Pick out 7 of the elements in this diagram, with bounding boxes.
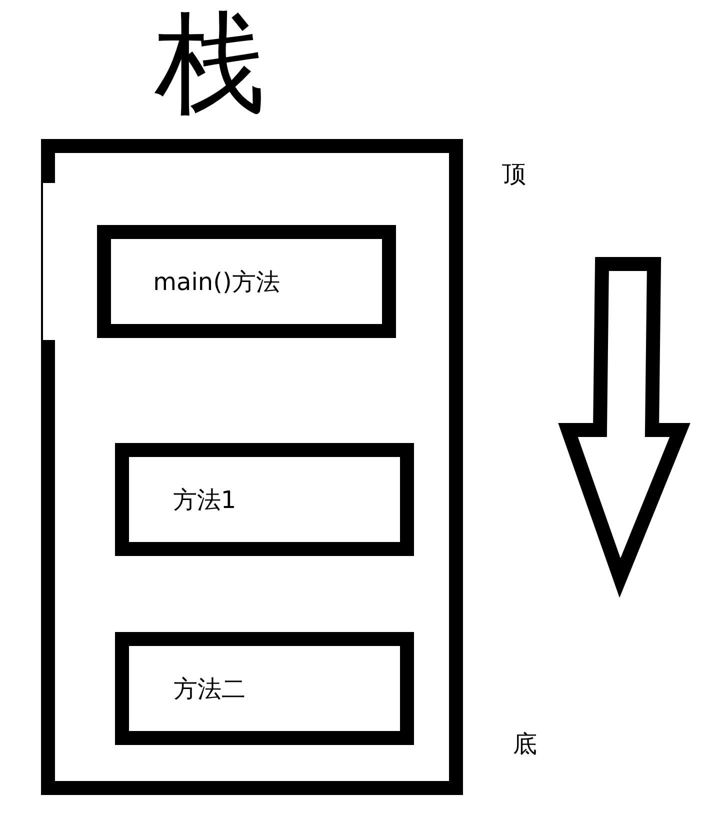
- method-box: main()方法: [97, 225, 396, 338]
- side-label: 底: [513, 732, 537, 756]
- title: 栈: [155, 8, 265, 118]
- method-box: 方法二: [115, 632, 414, 745]
- method-box: 方法1: [115, 443, 414, 556]
- stack-box: [41, 139, 463, 795]
- side-label: 顶: [502, 162, 526, 186]
